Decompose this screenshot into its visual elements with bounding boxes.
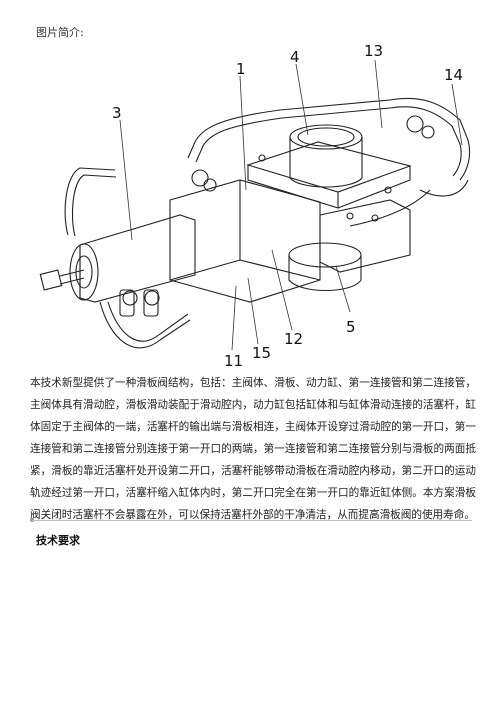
- left-pipe-loop: [64, 167, 116, 236]
- intro-label: 图片简介:: [36, 26, 84, 39]
- description-paragraph: 本技术新型提供了一种滑板阀结构，包括：主阀体、滑板、动力缸、第一连接管和第二连接…: [30, 377, 476, 521]
- main-valve-body: [169, 179, 321, 303]
- cylinder-body: [79, 214, 196, 303]
- section-heading: 技术要求: [36, 534, 80, 547]
- patent-figure: 1 3 4 5 11 12 13 14 15: [20, 40, 484, 370]
- callout-3: 3: [112, 104, 122, 122]
- callout-13: 13: [364, 42, 383, 60]
- callout-5: 5: [346, 318, 356, 336]
- right-pipe-loop: [187, 97, 471, 181]
- top-seat-ellipse: [289, 124, 363, 150]
- valve-drawing: 1 3 4 5 11 12 13 14 15: [39, 42, 471, 370]
- callout-1: 1: [236, 60, 246, 78]
- callout-11: 11: [224, 352, 243, 370]
- callout-15: 15: [252, 344, 271, 362]
- callout-14: 14: [444, 66, 463, 84]
- section-divider: [32, 520, 472, 521]
- callout-12: 12: [284, 330, 303, 348]
- callout-4: 4: [290, 48, 300, 66]
